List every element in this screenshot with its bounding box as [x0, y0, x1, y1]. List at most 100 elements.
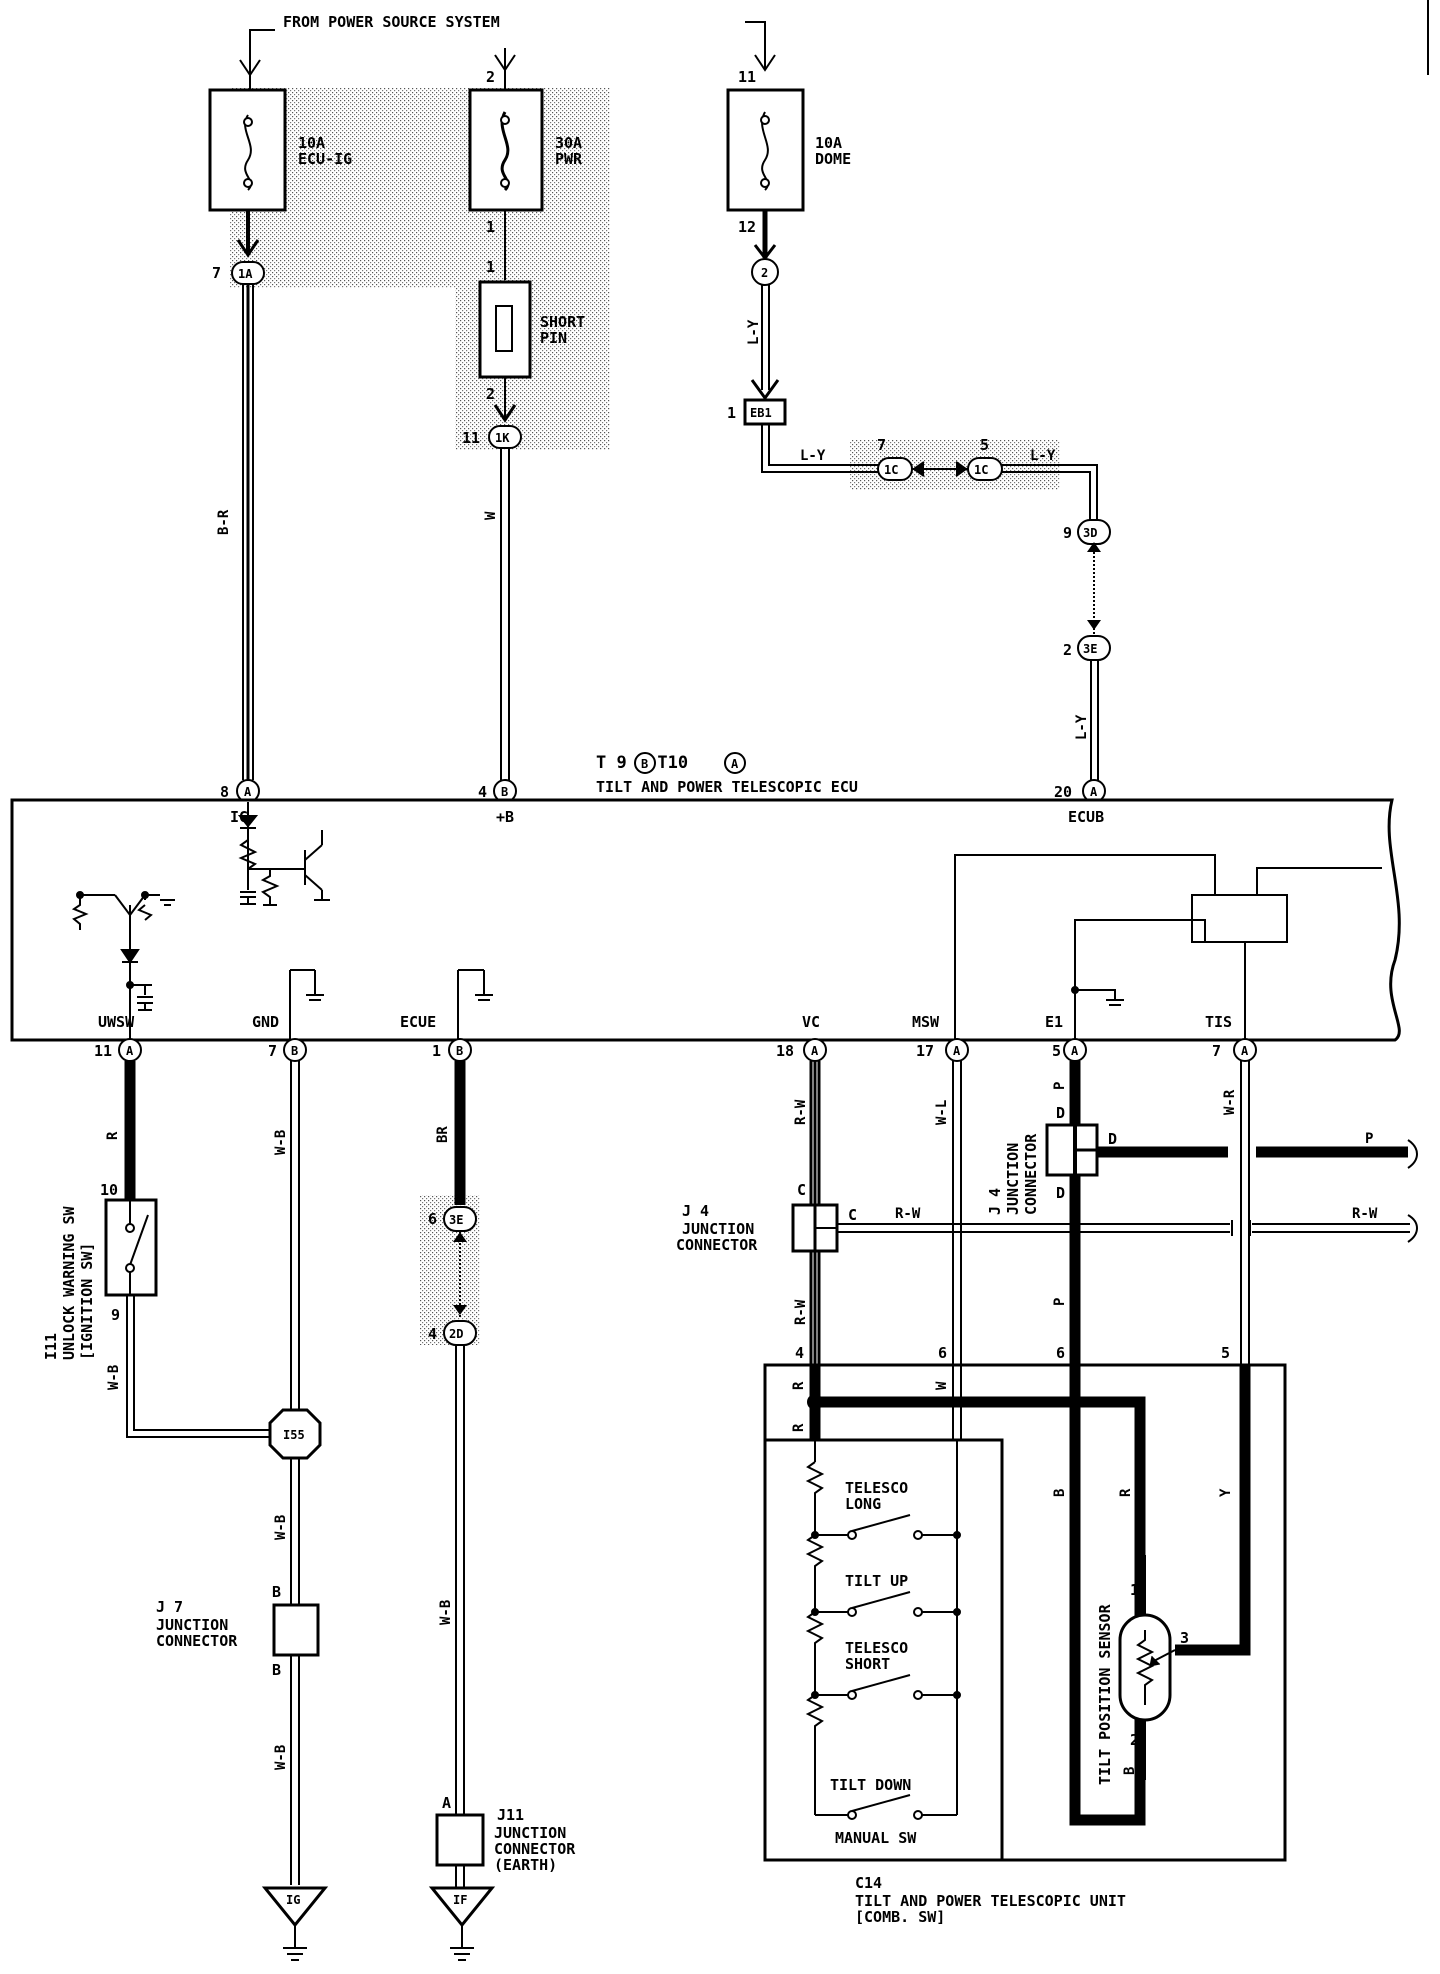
unlock-warning-switch: [104, 1198, 158, 1297]
power-source-feed: FROM POWER SOURCE SYSTEM: [239, 13, 500, 90]
svg-text:3E: 3E: [1083, 642, 1097, 656]
svg-text:[IGNITION SW]: [IGNITION SW]: [78, 1243, 96, 1360]
svg-text:W: W: [934, 1381, 950, 1390]
svg-text:1A: 1A: [238, 267, 253, 281]
svg-text:CONNECTOR: CONNECTOR: [676, 1236, 758, 1254]
svg-text:CONNECTOR: CONNECTOR: [494, 1840, 576, 1858]
svg-text:D: D: [1056, 1104, 1065, 1122]
svg-text:17: 17: [916, 1042, 934, 1060]
svg-text:A: A: [1071, 1044, 1079, 1058]
svg-text:A: A: [244, 785, 252, 799]
telesco-long-label-2: LONG: [845, 1495, 881, 1513]
svg-text:1: 1: [432, 1042, 441, 1060]
svg-text:W-B: W-B: [106, 1365, 122, 1390]
svg-text:A: A: [953, 1044, 961, 1058]
svg-text:Y: Y: [1218, 1488, 1234, 1497]
ecu-ig-circuit: [237, 802, 330, 906]
manual-switch-labels: TELESCO LONG TILT UP TELESCO SHORT TILT …: [830, 1479, 917, 1847]
tilt-up-label: TILT UP: [845, 1572, 908, 1590]
svg-text:10: 10: [100, 1181, 118, 1199]
terminal-vc: VC: [802, 1013, 820, 1031]
svg-text:2: 2: [1063, 641, 1072, 659]
svg-text:5: 5: [1052, 1042, 1061, 1060]
svg-text:L-Y: L-Y: [1074, 714, 1090, 740]
telesco-short-label-1: TELESCO: [845, 1639, 908, 1657]
connector-2d: 4 2D: [428, 1320, 477, 1346]
svg-text:JUNCTION: JUNCTION: [1004, 1143, 1022, 1215]
svg-text:P: P: [1052, 1082, 1068, 1090]
svg-text:3E: 3E: [449, 1213, 463, 1227]
terminal-e1: E1: [1045, 1013, 1063, 1031]
svg-text:4: 4: [478, 783, 487, 801]
svg-text:W-B: W-B: [438, 1600, 454, 1625]
svg-text:R-W: R-W: [895, 1206, 921, 1222]
svg-text:P: P: [1365, 1131, 1373, 1147]
svg-text:6: 6: [428, 1210, 437, 1228]
svg-text:11: 11: [94, 1042, 112, 1060]
svg-text:8: 8: [220, 783, 229, 801]
svg-text:J11: J11: [497, 1806, 524, 1824]
svg-text:JUNCTION: JUNCTION: [682, 1220, 754, 1238]
svg-text:1C: 1C: [884, 463, 898, 477]
shade-short-pin: [455, 280, 610, 450]
svg-text:P: P: [1052, 1298, 1068, 1306]
svg-text:W-R: W-R: [1222, 1089, 1238, 1115]
svg-text:L-Y: L-Y: [1030, 448, 1056, 464]
ecu-bottom-terminals: UWSW GND ECUE VC MSW E1 TIS: [98, 1013, 1232, 1031]
svg-text:I55: I55: [283, 1428, 305, 1442]
junction-connector-j11: J11 JUNCTION CONNECTOR (EARTH): [435, 1806, 576, 1874]
svg-text:2: 2: [761, 266, 768, 280]
tilt-down-label: TILT DOWN: [830, 1776, 911, 1794]
fuse-pwr-name: PWR: [555, 150, 583, 168]
fuse-pwr-amp: 30A: [555, 134, 582, 152]
svg-text:1: 1: [727, 404, 736, 422]
svg-text:R: R: [791, 1423, 807, 1432]
svg-text:A: A: [1090, 785, 1098, 799]
svg-text:1: 1: [1130, 1581, 1139, 1599]
svg-text:A: A: [1241, 1044, 1249, 1058]
svg-text:JUNCTION: JUNCTION: [494, 1824, 566, 1842]
short-pin: SHORT PIN: [478, 280, 585, 379]
svg-text:B: B: [272, 1661, 281, 1679]
ecu-title: TILT AND POWER TELESCOPIC ECU: [596, 778, 858, 796]
svg-text:(EARTH): (EARTH): [494, 1856, 557, 1874]
svg-text:18: 18: [776, 1042, 794, 1060]
wire-label-ly-1: L-Y: [746, 319, 762, 345]
svg-text:6: 6: [1056, 1344, 1065, 1362]
svg-text:W-B: W-B: [273, 1130, 289, 1155]
connector-1c-left: 7 1C: [877, 436, 913, 481]
svg-text:EB1: EB1: [750, 406, 772, 420]
telesco-short-label-2: SHORT: [845, 1655, 890, 1673]
svg-text:2D: 2D: [449, 1327, 463, 1341]
fuse-ecu-ig-amp: 10A: [298, 134, 325, 152]
tilt-position-sensor: TILT POSITION SENSOR 1 3 2 B: [1096, 1555, 1189, 1785]
power-source-label: FROM POWER SOURCE SYSTEM: [283, 13, 500, 31]
svg-text:4: 4: [428, 1325, 437, 1343]
ecu-bottom-pins: 11 A 7 B 1 B 18 A 17 A 5 A 7 A: [94, 1038, 1257, 1062]
ecu-ground-ecue: [457, 969, 493, 1040]
terminal-ecub: ECUB: [1068, 808, 1104, 826]
fuse-dome-name: DOME: [815, 150, 851, 168]
manual-sw-label: MANUAL SW: [835, 1829, 917, 1847]
svg-text:J 4: J 4: [986, 1188, 1004, 1215]
connector-1k: 11 1K: [462, 425, 522, 449]
svg-text:B: B: [501, 785, 508, 799]
svg-text:20: 20: [1054, 783, 1072, 801]
ecu-body: [10, 798, 1401, 1042]
svg-text:BR: BR: [435, 1126, 451, 1143]
ecu-top-pins: 8 A 4 B 20 A: [220, 779, 1106, 803]
svg-text:5: 5: [980, 436, 989, 454]
svg-text:R: R: [791, 1381, 807, 1390]
svg-text:CONNECTOR: CONNECTOR: [156, 1632, 238, 1650]
svg-text:D: D: [1056, 1184, 1065, 1202]
terminal-gnd: GND: [252, 1013, 279, 1031]
c14-id: C14: [855, 1874, 882, 1892]
svg-text:11: 11: [738, 68, 756, 86]
svg-text:UNLOCK WARNING SW: UNLOCK WARNING SW: [60, 1206, 78, 1360]
ground-if: IF: [428, 1886, 496, 1961]
junction-connector-j4-vc: J 4 JUNCTION CONNECTOR: [676, 1202, 839, 1254]
svg-text:6: 6: [938, 1344, 947, 1362]
ground-ig: IG: [261, 1886, 329, 1961]
